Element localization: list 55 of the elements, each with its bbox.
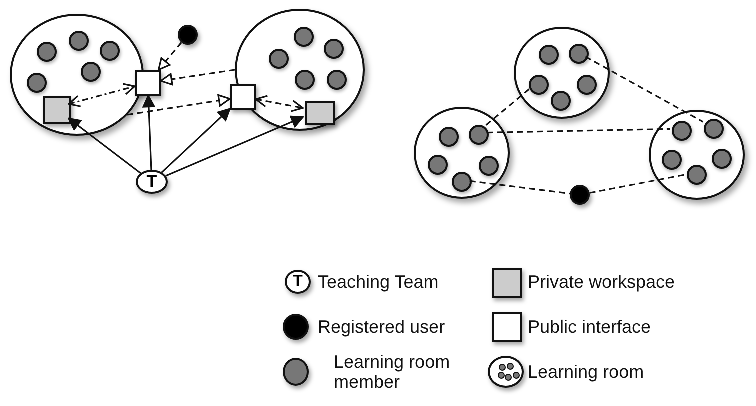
member-circle (324, 39, 344, 59)
node-label: T (146, 173, 158, 191)
legend-label: Public interface (528, 317, 652, 337)
arrow (255, 95, 304, 112)
member-circle (27, 73, 47, 93)
member-circle (569, 44, 589, 64)
member-circle (295, 70, 315, 90)
arrow (158, 42, 182, 71)
user-dot (570, 185, 590, 205)
member-circle (529, 75, 549, 95)
member-circle (428, 155, 448, 175)
private-workspace-square (305, 101, 335, 125)
teaching-team-symbol: T (285, 270, 311, 294)
member-circle (439, 127, 459, 147)
teaching-team-ellipse (136, 170, 168, 194)
dashed-connector (486, 128, 670, 134)
member-circle (452, 172, 472, 192)
dashed-connector (590, 174, 686, 194)
legend-label: Teaching Team (318, 272, 439, 292)
member-circle (539, 45, 559, 65)
learning-room-circle (514, 27, 610, 119)
dashed-connector (585, 56, 704, 123)
legend-label: Learning room (528, 362, 644, 382)
dashed-connector (470, 180, 570, 195)
member-circle (294, 27, 314, 47)
member-circle (479, 156, 499, 176)
member-circle (672, 121, 692, 141)
arrow (68, 118, 142, 174)
member-circle (327, 70, 347, 90)
member-circle (551, 91, 571, 111)
member-circle (81, 62, 101, 82)
public-interface-square (135, 70, 161, 96)
legend-label: Registered user (318, 317, 446, 337)
member-circle (577, 75, 597, 95)
member-circle (469, 125, 489, 145)
member-circle (100, 41, 120, 61)
arrow (166, 116, 304, 177)
public-interface-square (230, 84, 256, 110)
user-dot (178, 25, 198, 45)
legend-label: Learning room member (334, 352, 452, 392)
member-circle (712, 149, 732, 169)
legend-label: Private workspace (528, 272, 676, 292)
arrow (68, 83, 136, 108)
dashed-connector (484, 88, 530, 128)
arrow (161, 108, 231, 174)
member-circle (69, 31, 89, 51)
arrow (142, 95, 156, 170)
member-circle (269, 49, 289, 69)
member-circle (687, 165, 707, 185)
arrow (160, 69, 236, 86)
member-circle (704, 119, 724, 139)
arrow (127, 94, 231, 116)
member-circle (662, 150, 682, 170)
private-workspace-square (43, 96, 71, 124)
member-circle (37, 42, 57, 62)
